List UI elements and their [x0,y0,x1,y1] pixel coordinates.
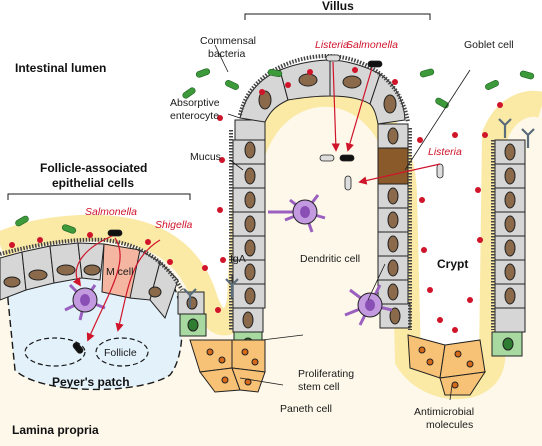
dendritic-cell-crypt [344,284,393,326]
label-m-cell: M cell [106,266,133,278]
villus-bracket [244,13,431,20]
follicle-right [95,337,149,367]
label-commensal-line2: bacteria [208,48,246,60]
label-crypt: Crypt [437,257,468,271]
pathogens [72,54,444,354]
label-absorptive-line2: enterocyte [170,110,219,122]
label-antimicrobial-line2: molecules [426,419,473,431]
label-fae-line1: Follicle-associated [40,161,147,175]
label-shigella: Shigella [155,219,193,231]
label-dendritic-cell: Dendritic cell [300,253,360,265]
label-peyers-patch: Peyer's patch [52,375,130,389]
dendritic-cell-villus [268,194,326,233]
label-paneth-cell: Paneth cell [280,403,332,415]
commensal-bacteria [15,68,535,234]
label-follicle: Follicle [104,347,137,359]
label-salmonella-top: Salmonella [346,39,398,51]
invasion-arrows [72,61,441,342]
dendritic-cell-peyers [64,283,106,321]
label-mucus: Mucus [190,151,221,163]
label-listeria-top: Listeria [315,39,349,51]
label-fae-line2: epithelial cells [52,176,134,190]
label-commensal-line1: Commensal [200,35,256,47]
label-villus: Villus [322,0,354,13]
label-absorptive-line1: Absorptive [170,97,220,109]
label-goblet-cell: Goblet cell [464,39,514,51]
label-intestinal-lumen: Intestinal lumen [15,61,106,75]
follicle-left [24,337,86,367]
paneth-cells-left [189,339,266,393]
label-lamina-propria: Lamina propria [12,423,99,437]
label-proliferating-line2: stem cell [298,381,339,393]
iga-molecules [183,118,535,308]
crypt-cells-right [491,139,526,357]
paneth-cells-right [407,334,487,396]
villus-cells-right [377,123,411,329]
villus-cells-left [232,119,266,333]
label-listeria-right: Listeria [428,146,462,158]
label-proliferating-line1: Proliferating [298,368,354,380]
leader-lines [214,44,471,401]
label-antimicrobial-line1: Antimicrobial [414,406,474,418]
label-iga: IgA [230,253,246,265]
goblet-cell [377,147,409,185]
villus-cells-top [239,59,406,125]
antimicrobial-dots [9,67,503,333]
label-salmonella-left: Salmonella [85,206,137,218]
follicle-bracket [7,193,191,200]
